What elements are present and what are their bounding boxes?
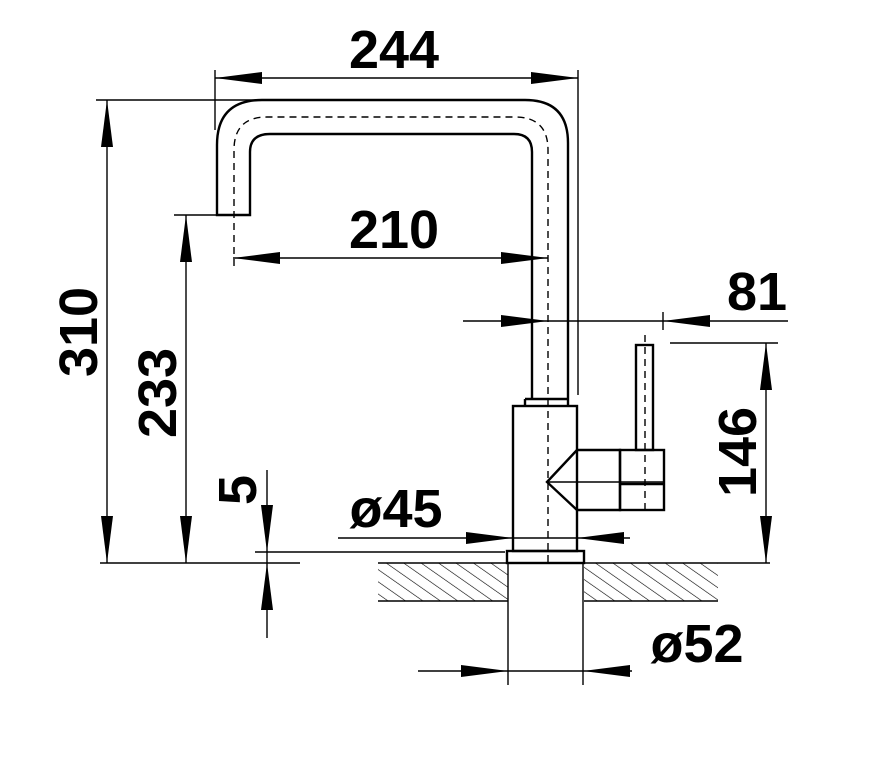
label-5: 5 xyxy=(208,475,268,505)
dim-lever-height: 146 xyxy=(670,342,778,563)
label-210: 210 xyxy=(349,200,439,260)
faucet-body xyxy=(215,98,666,565)
label-233: 233 xyxy=(128,348,188,438)
label-o52: ø52 xyxy=(650,614,743,674)
dim-lever-offset: 81 xyxy=(463,262,788,330)
dim-body-diameter: ø45 xyxy=(338,479,630,544)
dim-spout-reach: 210 xyxy=(233,200,548,264)
dim-total-reach: 244 xyxy=(214,20,579,395)
label-310: 310 xyxy=(49,287,109,377)
label-244: 244 xyxy=(349,20,439,80)
dim-base-offset: 5 xyxy=(208,470,505,638)
label-81: 81 xyxy=(727,262,787,322)
dim-hole-diameter: ø52 xyxy=(418,614,744,677)
dim-spout-height: 233 xyxy=(128,214,217,563)
label-o45: ø45 xyxy=(349,479,442,539)
dim-total-height: 310 xyxy=(49,99,262,563)
label-146: 146 xyxy=(708,407,768,497)
